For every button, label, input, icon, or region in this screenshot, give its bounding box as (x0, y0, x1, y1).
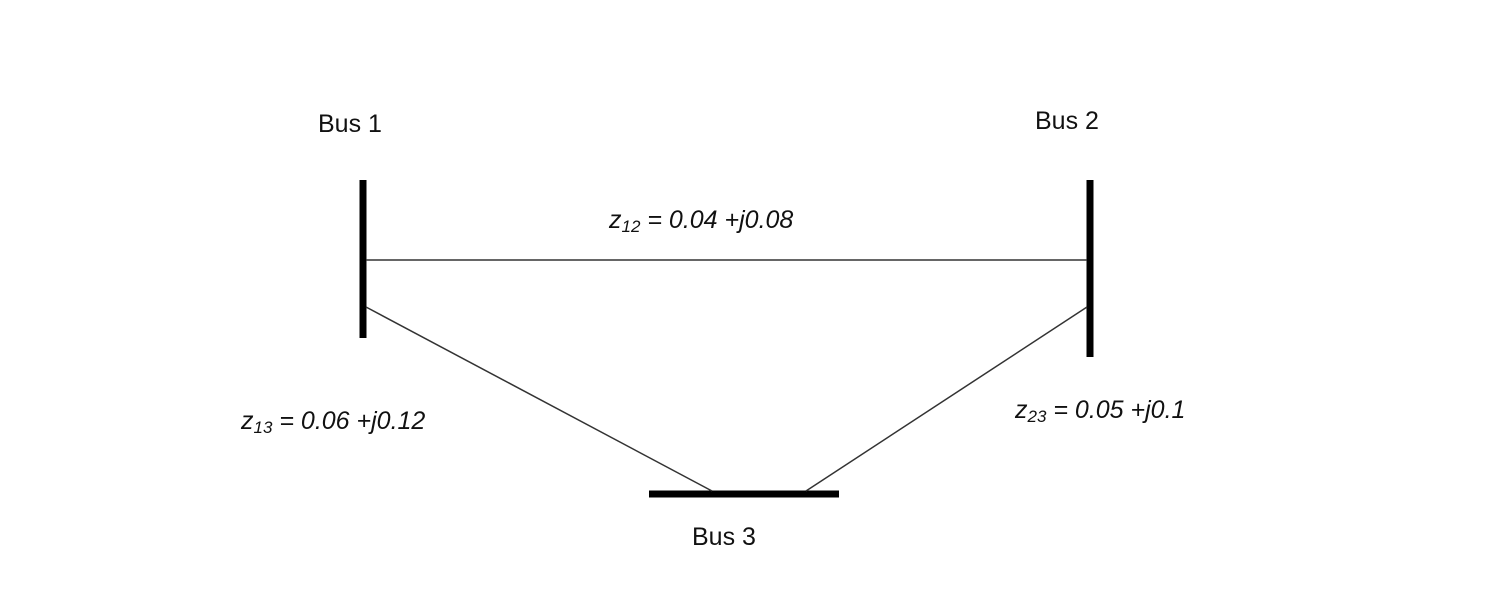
impedance-label-13: z13 = 0.06 +j0.12 (241, 407, 425, 436)
line-1-3 (365, 306, 713, 492)
impedance-subscript: 23 (1027, 407, 1047, 426)
impedance-symbol: z (241, 407, 254, 435)
line-2-3 (805, 306, 1088, 492)
impedance-symbol: z (1015, 396, 1028, 424)
impedance-subscript: 12 (621, 217, 641, 236)
bus3-label: Bus 3 (692, 523, 756, 551)
impedance-value: = 0.04 +j0.08 (647, 206, 794, 234)
impedance-label-12: z12 = 0.04 +j0.08 (609, 206, 793, 235)
impedance-symbol: z (609, 206, 622, 234)
bus1-label: Bus 1 (318, 110, 382, 138)
bus2-label: Bus 2 (1035, 107, 1099, 135)
impedance-value: = 0.06 +j0.12 (279, 407, 426, 435)
impedance-label-23: z23 = 0.05 +j0.1 (1015, 396, 1185, 425)
impedance-value: = 0.05 +j0.1 (1053, 396, 1186, 424)
impedance-subscript: 13 (253, 418, 273, 437)
